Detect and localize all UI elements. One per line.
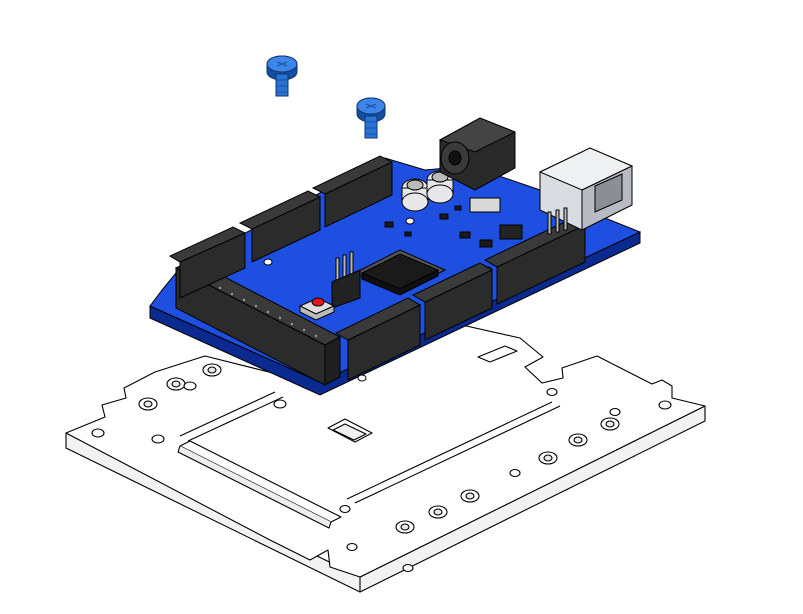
reset-button — [298, 297, 336, 321]
base-plate — [65, 309, 706, 593]
base-plate-hole — [609, 407, 621, 417]
usb-connector — [538, 147, 634, 231]
microcontroller-chip — [353, 249, 447, 296]
power-jack — [438, 117, 517, 191]
base-plate-hole — [509, 468, 521, 478]
base-plate-hole — [658, 400, 672, 410]
icsp-header — [331, 251, 361, 309]
mounting-screw — [356, 97, 386, 139]
base-plate-hole — [546, 387, 558, 397]
board-hole — [263, 258, 273, 266]
base-plate-hole — [346, 542, 358, 552]
base-plate-slot-small — [477, 345, 518, 363]
base-plate-slot-diagonal — [179, 391, 561, 504]
pin-header-front-right — [334, 217, 587, 381]
usb-side-pins — [547, 207, 568, 235]
board-hole — [357, 374, 367, 382]
base-plate-hole — [339, 504, 351, 514]
pin-header-back — [168, 155, 394, 299]
mounting-screw — [266, 55, 298, 97]
smd-components — [384, 197, 523, 248]
base-plate-top — [65, 309, 706, 578]
base-plate-mount-holes — [138, 363, 620, 534]
capacitors — [401, 170, 454, 212]
base-plate-long-slot — [179, 440, 342, 523]
base-plate-hole — [91, 428, 105, 438]
base-plate-hole — [402, 563, 414, 573]
base-plate-hole — [151, 434, 165, 444]
board-hole — [405, 217, 415, 225]
base-plate-hole — [273, 399, 287, 409]
microcontroller-board — [149, 117, 642, 396]
